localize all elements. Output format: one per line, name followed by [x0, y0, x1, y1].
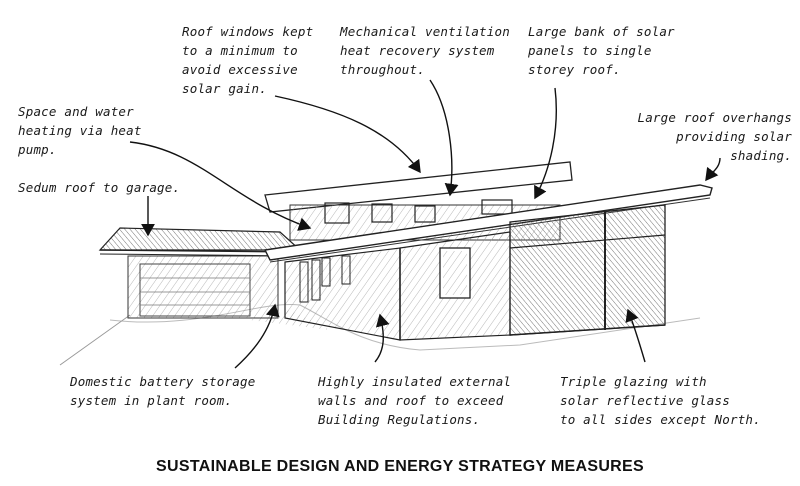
ventilation-note: Mechanical ventilation heat recovery sys… [340, 24, 510, 77]
diagram-caption: SUSTAINABLE DESIGN AND ENERGY STRATEGY M… [156, 458, 644, 475]
leader-lines [129, 79, 721, 369]
solar-panels-note: Large bank of solar panels to single sto… [528, 24, 675, 77]
triple-glazing-note: Triple glazing with solar reflective gla… [560, 374, 761, 427]
roof-overhangs-note: Large roof overhangs providing solar sha… [637, 110, 792, 163]
main-house [284, 231, 511, 341]
roof-windows-note: Roof windows kept to a minimum to avoid … [182, 24, 314, 96]
insulation-note: Highly insulated external walls and roof… [318, 374, 512, 427]
garage [98, 227, 302, 319]
battery-storage-note: Domestic battery storage system in plant… [70, 374, 256, 408]
heat-pump-note: Space and water heating via heat pump. [18, 104, 142, 157]
sedum-roof-note: Sedum roof to garage. [18, 180, 181, 195]
glazed-wing [509, 204, 666, 336]
